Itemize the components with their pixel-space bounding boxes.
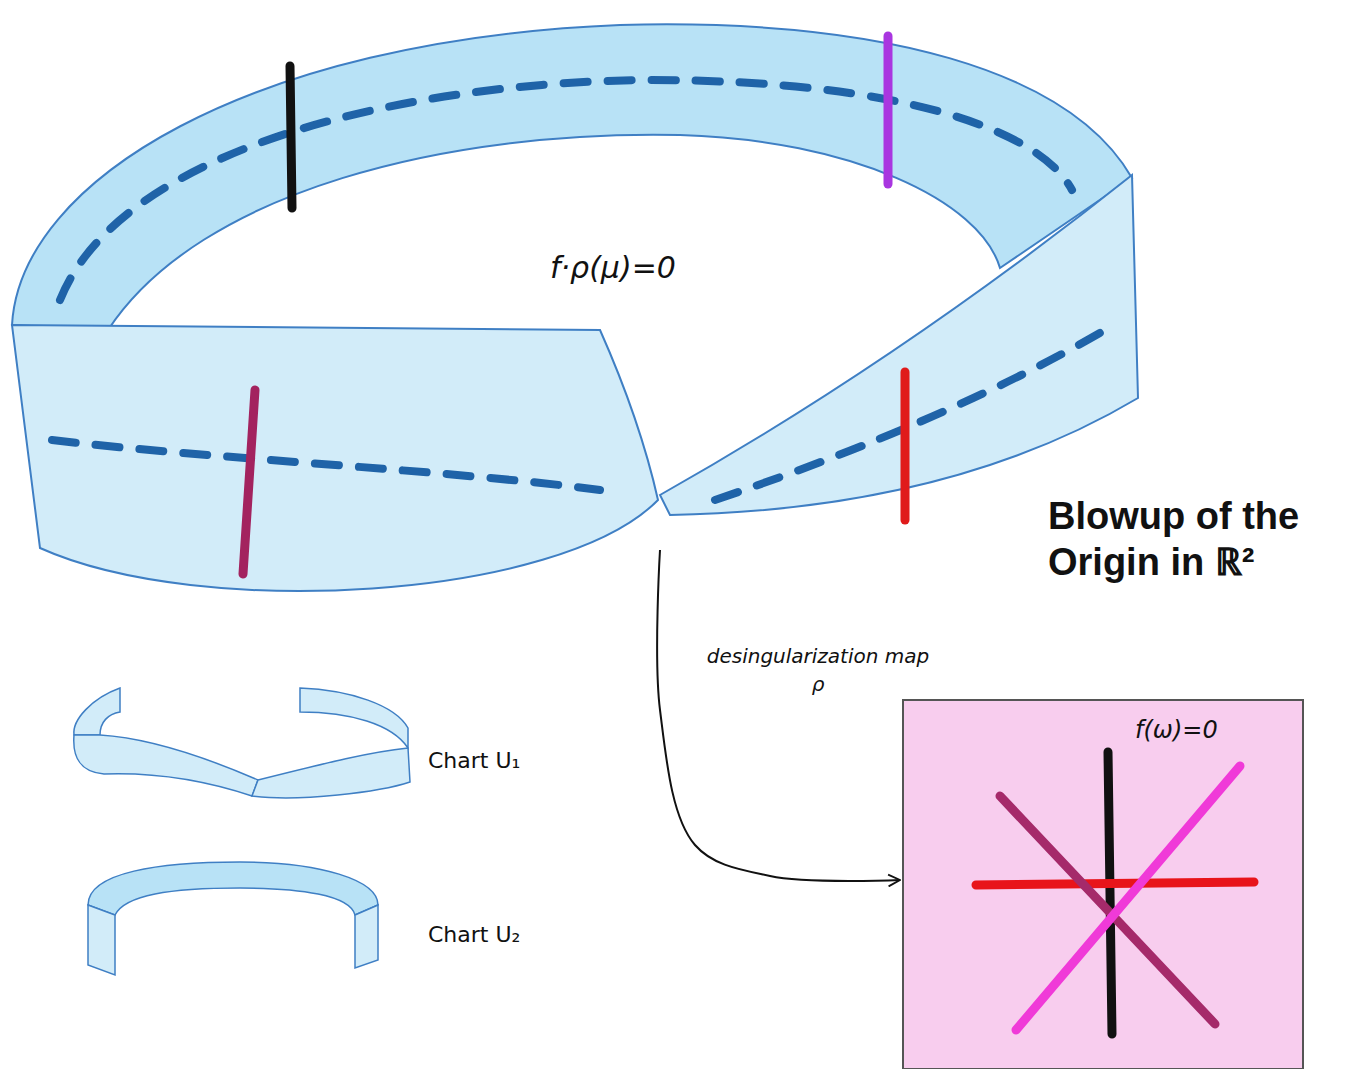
- formula-text: f·ρ(μ)=0: [550, 250, 676, 285]
- plane-square: [903, 700, 1303, 1069]
- desingularization-arrow: [657, 550, 900, 881]
- mobius-band-back: [12, 24, 1132, 330]
- plane-region: f(ω)=0: [903, 700, 1303, 1069]
- line-through-origin: [1016, 766, 1240, 1030]
- fiber-mark: [290, 66, 292, 208]
- chart-band: [300, 688, 408, 748]
- chart-band: [88, 862, 378, 915]
- chart-band: [252, 748, 410, 798]
- fiber-mark: [243, 390, 255, 574]
- fiber-mark: [901, 372, 910, 520]
- line-through-origin: [976, 882, 1254, 885]
- line-through-origin: [1108, 752, 1112, 1034]
- chart-label: Chart U₂: [428, 922, 520, 947]
- chart-band: [74, 688, 120, 735]
- edge-label: desingularization map ρ: [698, 642, 938, 698]
- center-line: [60, 80, 1072, 300]
- chart-band: [74, 735, 258, 796]
- chart-band: [88, 905, 115, 975]
- mobius-band-right: [660, 175, 1138, 515]
- formula-text: f(ω)=0: [1135, 716, 1218, 744]
- center-line: [52, 440, 600, 490]
- chart-band: [355, 905, 378, 968]
- center-line: [715, 330, 1105, 500]
- mobius-band-left: [12, 325, 658, 591]
- mobius-band: f·ρ(μ)=0: [10, 18, 1145, 548]
- fiber-mark: [884, 36, 893, 184]
- chart-label: Chart U₁: [428, 748, 520, 773]
- diagram-title: Blowup of the Origin in ℝ²: [1048, 494, 1356, 585]
